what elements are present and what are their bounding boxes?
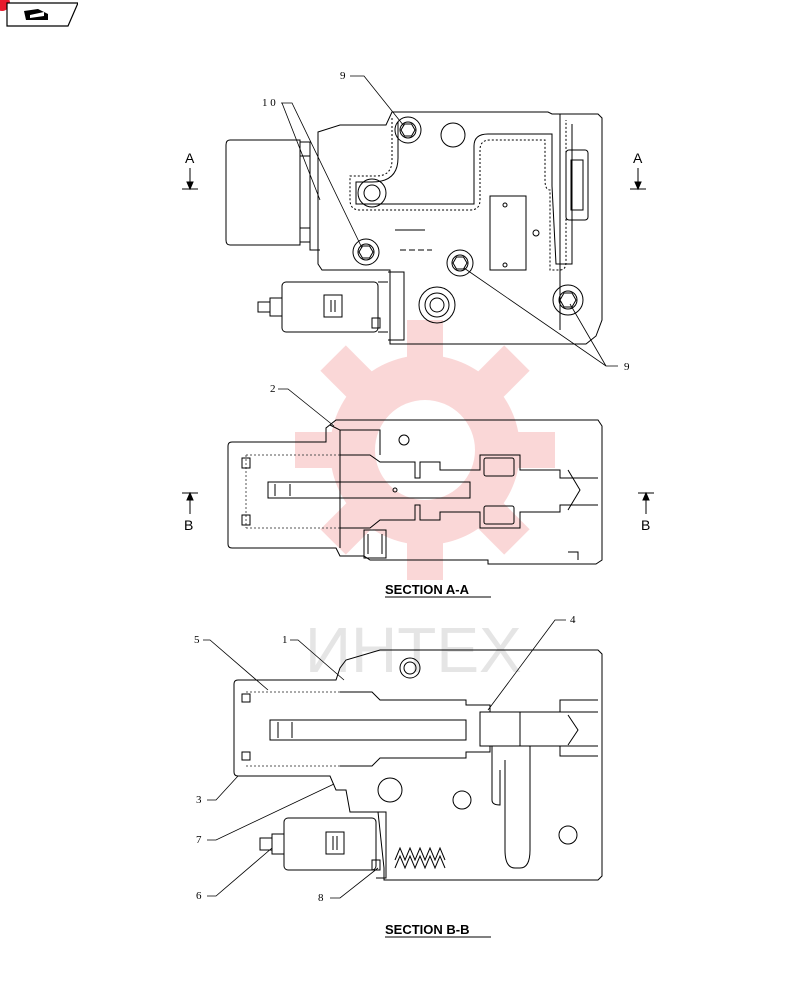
callout-3: 3 (196, 794, 202, 806)
svg-text:B: B (641, 517, 650, 533)
book-pointer-icon (24, 9, 48, 20)
callout-4: 4 (570, 614, 576, 626)
svg-text:A: A (633, 150, 643, 166)
section-titles: SECTION A-A SECTION B-B (385, 582, 491, 938)
section-markers: A A B B (182, 150, 654, 533)
bb-spring (394, 846, 446, 862)
bolt-center (446, 249, 474, 277)
callout-9-right: 9 (624, 361, 630, 373)
section-aa-view (227, 419, 603, 565)
aa-body (227, 419, 603, 565)
document-badge[interactable] (0, 0, 79, 28)
callout-1: 1 (282, 634, 288, 646)
top-coil (225, 139, 301, 246)
callout-9-top: 9 (340, 70, 346, 82)
bolt-left-lower (352, 238, 380, 266)
callout-8: 8 (318, 892, 324, 904)
top-view (225, 111, 603, 345)
bb-solenoid (259, 811, 387, 879)
watermark: ИНТЕХ (295, 320, 555, 686)
callout-2: 2 (270, 383, 276, 395)
bb-body (233, 649, 603, 881)
section-title-bb: SECTION B-B (385, 922, 470, 937)
watermark-gear (295, 320, 555, 580)
section-marker-b-right: B (638, 491, 654, 533)
bolt-top-left (394, 116, 422, 144)
callout-labels: 9 1 0 9 2 5 1 4 3 7 6 8 (194, 70, 630, 904)
callout-7: 7 (196, 834, 202, 846)
section-bb-view (233, 649, 603, 881)
section-marker-a-right: A (630, 150, 646, 191)
top-solenoid (257, 271, 405, 341)
section-marker-b-left: B (182, 491, 198, 533)
svg-text:B: B (184, 517, 193, 533)
aa-spool (267, 481, 471, 499)
bb-spool (269, 719, 467, 741)
callout-6: 6 (196, 890, 202, 902)
top-channel (349, 118, 567, 271)
top-port (418, 286, 456, 324)
callout-leaders (203, 75, 618, 899)
callout-10: 1 0 (262, 97, 276, 109)
bolt-right (552, 284, 584, 316)
callout-5: 5 (194, 634, 200, 646)
section-title-aa: SECTION A-A (385, 582, 470, 597)
top-body (317, 111, 603, 345)
section-marker-a-left: A (182, 150, 198, 191)
svg-text:A: A (185, 150, 195, 166)
bolt-left-upper (357, 178, 387, 208)
